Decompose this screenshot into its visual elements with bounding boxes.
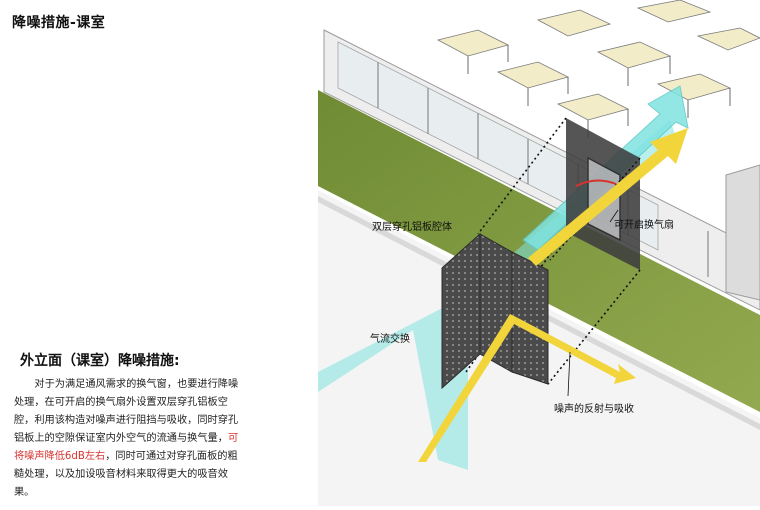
side-building (725, 164, 760, 301)
description-heading: 外立面（课室）降噪措施: (20, 353, 180, 369)
noise-arrow-reflect (514, 318, 636, 384)
description-block: 外立面（课室）降噪措施: 对于为满足通风需求的换气窗，也要进行降噪处理，在可开启… (14, 350, 246, 502)
description-paragraph: 对于为满足通风需求的换气窗，也要进行降噪处理，在可开启的换气扇外设置双层穿孔铝板… (14, 376, 246, 502)
perforated-panel-front (441, 232, 481, 390)
leader-noise (567, 351, 571, 397)
noise-arrow-upper (528, 128, 688, 266)
classroom-furniture (436, 0, 760, 121)
vent-swing-arc (575, 179, 617, 187)
label-panel-cavity: 双层穿孔铝板腔体 (372, 222, 452, 233)
page-title: 降噪措施-课室 (12, 15, 106, 31)
label-vent-fan: 可开启换气扇 (614, 220, 674, 231)
noise-reduction-highlight: 可将噪声降低6dB左右 (14, 433, 239, 462)
label-noise: 噪声的反射与吸收 (554, 404, 634, 415)
paragraph-text-after: ，同时可通过对穿孔面板的粗糙处理，以及加设吸音材料来取得更大的吸音效果。 (14, 451, 238, 498)
paragraph-text-before: 对于为满足通风需求的换气窗，也要进行降噪处理，在可开启的换气扇外设置双层穿孔铝板… (14, 379, 239, 444)
diagram-svg (318, 0, 760, 506)
noise-reduction-diagram: 双层穿孔铝板腔体 可开启换气扇 气流交换 噪声的反射与吸收 (318, 0, 760, 506)
leader-vent (609, 209, 619, 223)
noise-arrow-main (418, 314, 518, 462)
label-airflow: 气流交换 (370, 334, 410, 345)
